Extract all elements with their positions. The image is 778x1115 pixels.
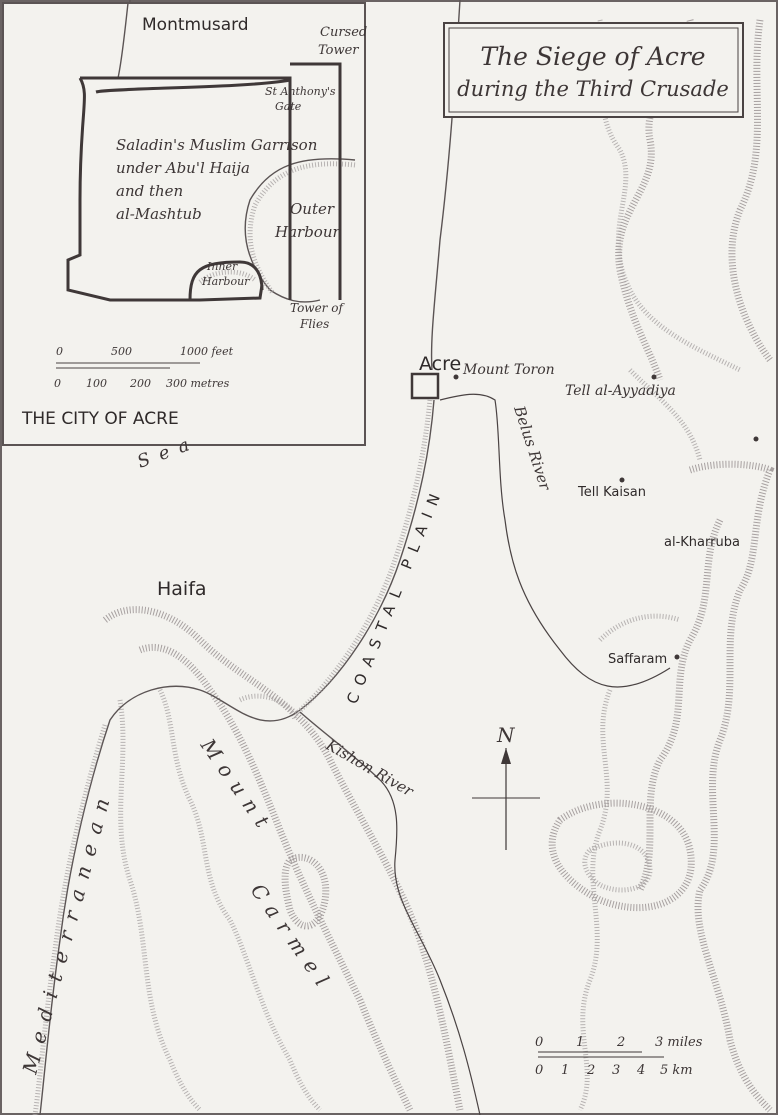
inset-scale-m-100: 100: [86, 377, 107, 390]
inset-scale-feet-500: 500: [111, 345, 132, 358]
kishon-river: [379, 779, 481, 1115]
label-saffaram: Saffaram: [608, 652, 667, 667]
label-st-anthonys-gate-2: Gate: [275, 100, 302, 113]
scale-bar: 0 1 2 3 miles 0 1 2 3 4 5 km: [535, 1035, 703, 1078]
scale-mile-2: 2: [616, 1035, 625, 1050]
inset-scale-m-0: 0: [54, 377, 61, 390]
scale-km-1: 1: [561, 1063, 569, 1078]
inset-city-of-acre: [2, 2, 366, 446]
scale-km-0: 0: [535, 1063, 543, 1078]
label-outer-harbour: Outer: [290, 200, 335, 218]
tell-ayyadiya-dot: [651, 374, 657, 380]
scale-km-3: 3: [612, 1063, 620, 1078]
label-belus-river: Belus River: [510, 403, 555, 493]
scale-mile-1: 1: [576, 1035, 584, 1050]
label-al-kharruba: al-Kharruba: [664, 535, 740, 550]
label-st-anthonys-gate: St Anthony's: [265, 85, 336, 98]
label-outer-harbour-2: Harbour: [274, 223, 340, 241]
belus-river: [439, 393, 671, 688]
label-mount: Mount: [195, 733, 279, 839]
label-inner-harbour: Inner: [206, 260, 238, 273]
title-box: The Siege of Acre during the Third Crusa…: [443, 22, 744, 118]
inset-scale-feet-0: 0: [56, 345, 63, 358]
label-cursed-tower: Cursed: [320, 25, 367, 40]
label-tell-ayyadiya: Tell al-Ayyadiya: [565, 383, 676, 399]
scale-mile-3: 3 miles: [655, 1035, 703, 1050]
scale-km-4: 4: [636, 1063, 645, 1078]
label-garrison: Saladin's Muslim Garrison: [116, 136, 317, 154]
label-tower-of-flies-2: Flies: [299, 317, 329, 331]
label-cursed-tower-2: Tower: [318, 43, 359, 58]
label-inner-harbour-2: Harbour: [201, 275, 250, 288]
label-acre: Acre: [419, 353, 461, 375]
label-garrison-2: under Abu'l Haija: [116, 159, 250, 177]
label-coastal-plain: COASTAL PLAIN: [343, 483, 447, 707]
al-kharruba-dot: [753, 436, 759, 442]
inset-scale-m-200: 200: [129, 377, 151, 390]
acre-city-marker: [410, 372, 440, 400]
inset-scale-m-300: 300 metres: [166, 377, 230, 390]
inset-scale-feet-1000: 1000 feet: [180, 345, 234, 358]
north-label: N: [496, 723, 516, 747]
label-mount-toron: Mount Toron: [462, 362, 555, 378]
scale-mile-0: 0: [535, 1035, 543, 1050]
label-tower-of-flies: Tower of: [290, 301, 345, 315]
label-haifa: Haifa: [157, 578, 207, 600]
inset-heading: THE CITY OF ACRE: [21, 409, 179, 429]
label-garrison-3: and then: [116, 182, 183, 200]
scale-km-2: 2: [586, 1063, 595, 1078]
hill-hatching: [102, 19, 775, 1113]
map-subtitle: during the Third Crusade: [457, 77, 729, 101]
tell-kaisan-dot: [619, 477, 625, 483]
mount-toron-dot: [453, 374, 459, 380]
north-arrow: N: [472, 723, 540, 850]
scale-km-5: 5 km: [660, 1063, 693, 1078]
map-title: The Siege of Acre: [480, 42, 705, 71]
label-tell-kaisan: Tell Kaisan: [577, 485, 646, 500]
saffaram-dot: [674, 654, 680, 660]
label-garrison-4: al-Mashtub: [116, 205, 202, 223]
label-montmusard: Montmusard: [142, 15, 249, 35]
inset-scale-bar: 0 500 1000 feet 0 100 200 300 metres: [54, 345, 234, 390]
label-mediterranean: Mediterranean: [17, 785, 117, 1077]
